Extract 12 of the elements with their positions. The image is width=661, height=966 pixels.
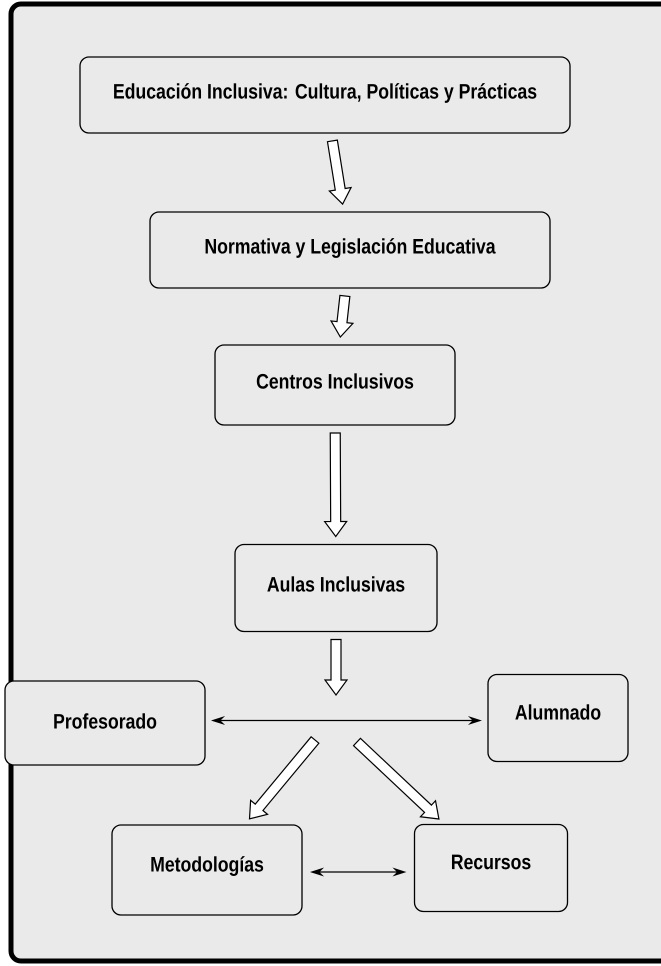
hollow-arrow: [323, 432, 348, 538]
process-box: Centros Inclusivos: [214, 344, 456, 426]
process-box: Aulas Inclusivas: [234, 544, 438, 632]
hollow-arrow: [352, 738, 440, 820]
hollow-arrow: [330, 294, 354, 338]
process-box: Profesorado: [4, 680, 206, 766]
hollow-arrow: [324, 638, 348, 696]
process-box: Educación Inclusiva: Cultura, Políticas y Prácticas: [79, 56, 571, 134]
process-box: Alumnado: [487, 674, 629, 762]
process-box: Recursos: [414, 824, 568, 912]
process-box: Normativa y Legislación Educativa: [149, 211, 551, 289]
process-box: Metodologías: [111, 824, 303, 916]
